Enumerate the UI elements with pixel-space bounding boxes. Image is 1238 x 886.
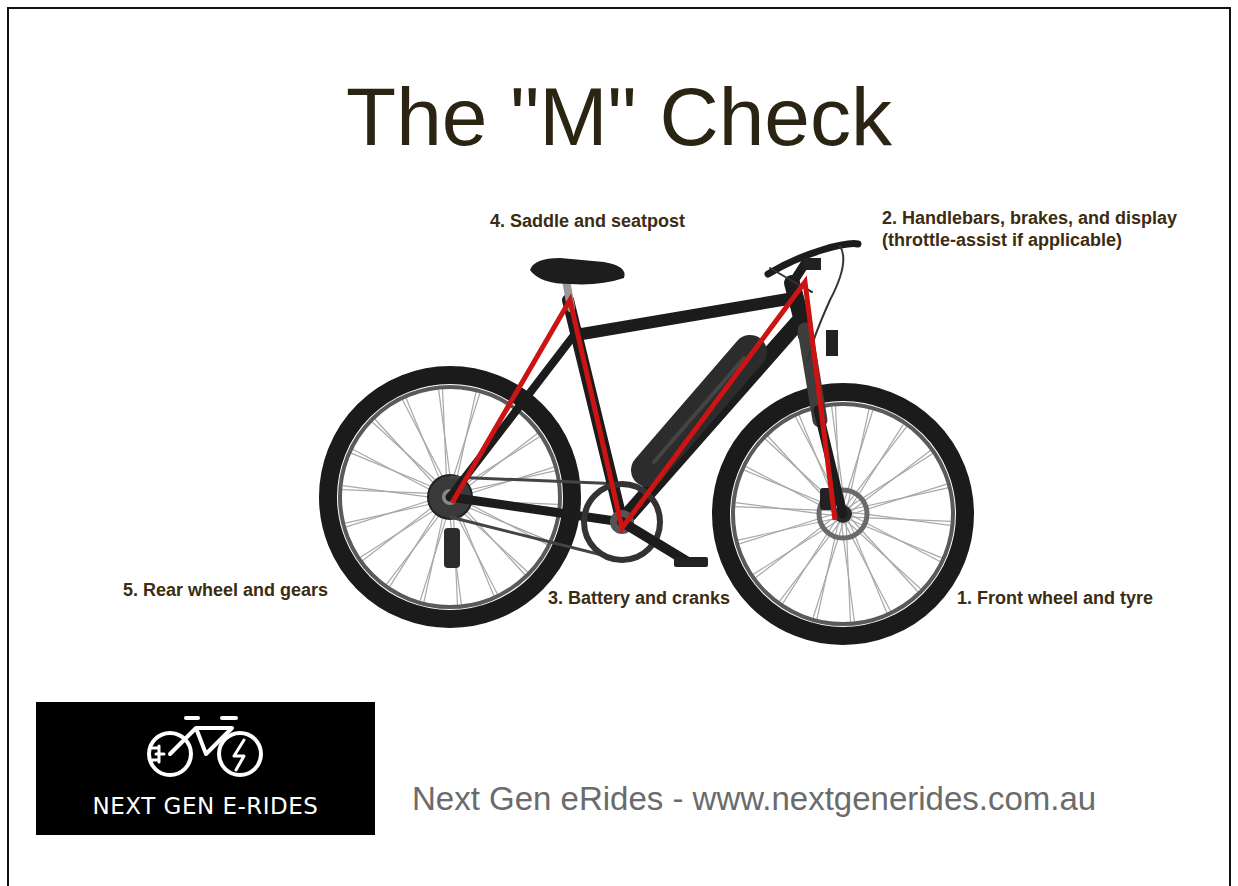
front-wheel <box>721 392 965 636</box>
logo-saddle <box>186 716 198 720</box>
spoke <box>346 497 441 527</box>
front-rim <box>733 404 953 624</box>
frame <box>450 244 858 522</box>
logo-wheel <box>219 733 261 775</box>
part-label: 3. Battery and cranks <box>548 588 788 610</box>
page-title: The "M" Check <box>0 76 1238 158</box>
spoke <box>372 422 445 489</box>
m-check-line <box>452 282 835 528</box>
spoke <box>390 503 443 587</box>
battery-highlight <box>654 358 744 462</box>
chain-stay <box>450 497 622 522</box>
logo-frame <box>170 718 236 754</box>
top-tube <box>576 298 794 335</box>
spoke <box>342 490 441 494</box>
part-label: 2. Handlebars, brakes, and display (thro… <box>882 208 1227 252</box>
pedal <box>674 557 708 567</box>
headlight <box>826 330 838 356</box>
logo-bolt <box>234 740 244 770</box>
display <box>803 258 821 270</box>
handlebar <box>768 244 858 274</box>
part-label: 4. Saddle and seatpost <box>490 211 750 233</box>
spoke <box>455 505 528 572</box>
part-label: 5. Rear wheel and gears <box>123 580 383 602</box>
logo-icon <box>36 702 375 792</box>
front-tyre <box>721 392 965 636</box>
logo-bike <box>149 718 261 775</box>
derailleur <box>444 528 460 568</box>
logo-plug <box>152 746 164 762</box>
spoke <box>351 453 443 491</box>
spoke <box>439 390 452 489</box>
chain <box>450 477 622 484</box>
front-spokes <box>735 406 950 621</box>
footer-text: Next Gen eRides - www.nextgenerides.com.… <box>412 779 1212 819</box>
part-label: 1. Front wheel and tyre <box>957 588 1217 610</box>
spoke <box>424 505 446 602</box>
spoke <box>458 433 537 493</box>
logo-text: NEXT GEN E-RIDES <box>36 793 375 821</box>
saddle <box>530 258 625 284</box>
logo-box: NEXT GEN E-RIDES <box>36 702 375 835</box>
battery-pack <box>648 352 750 470</box>
crank-arm <box>622 522 688 562</box>
